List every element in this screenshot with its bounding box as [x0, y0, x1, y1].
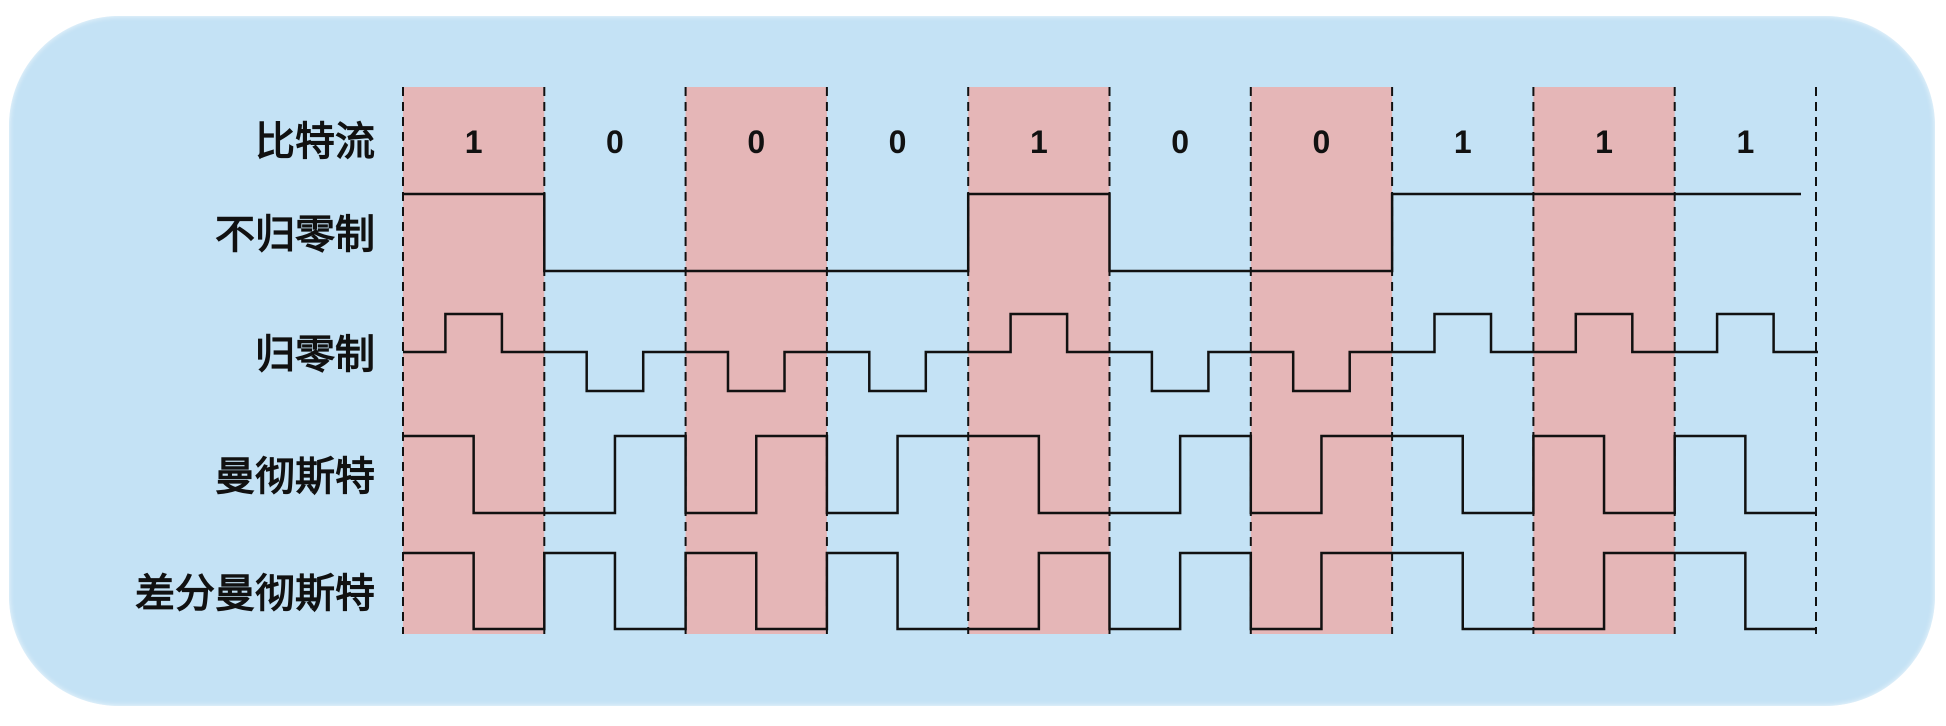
bit-label: 0	[1313, 124, 1331, 160]
rz-waveform	[403, 312, 1818, 393]
manchester-waveform	[403, 434, 1816, 515]
bit-label: 1	[1030, 124, 1048, 160]
label-rz: 归零制	[255, 332, 375, 378]
label-bitstream: 比特流	[255, 119, 375, 165]
shaded-bit-cell	[403, 87, 545, 634]
bit-label: 0	[747, 124, 765, 160]
shaded-bit-cell	[685, 87, 827, 634]
bit-label: 1	[1595, 124, 1613, 160]
bit-label: 1	[1736, 124, 1754, 160]
diff-manchester-waveform	[403, 551, 1816, 631]
label-manchester: 曼彻斯特	[215, 454, 375, 500]
bit-label: 0	[606, 124, 624, 160]
bit-label: 0	[889, 124, 907, 160]
label-diff-manchester: 差分曼彻斯特	[135, 571, 375, 617]
bit-label: 0	[1171, 124, 1189, 160]
bit-label: 1	[1454, 124, 1472, 160]
shaded-bit-cell	[1250, 87, 1393, 634]
shaded-bit-cell	[1533, 87, 1675, 634]
bit-label: 1	[465, 124, 483, 160]
label-nrz: 不归零制	[215, 212, 375, 258]
nrz-waveform	[403, 192, 1801, 273]
shaded-bit-cell	[968, 87, 1110, 634]
